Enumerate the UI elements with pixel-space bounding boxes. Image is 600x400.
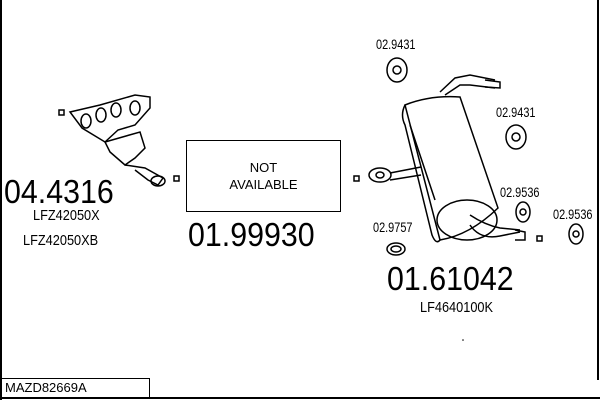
rubber-hanger-icon[interactable] — [515, 201, 531, 223]
not-available-text: NOT — [249, 160, 278, 175]
accessory-number[interactable]: 02.9536 — [553, 206, 593, 222]
connector-marker — [58, 109, 65, 116]
accessory-number[interactable]: 02.9536 — [500, 184, 540, 200]
gasket-ring-icon[interactable] — [386, 242, 406, 256]
vehicle-ref: MAZD82669A — [5, 380, 87, 395]
connector-marker — [173, 175, 180, 182]
vehicle-ref-box: MAZD82669A — [0, 378, 150, 398]
connector-marker — [353, 175, 360, 182]
rubber-hanger-icon[interactable] — [505, 124, 527, 150]
not-available-text: AVAILABLE — [229, 177, 298, 192]
accessory-number[interactable]: 02.9431 — [496, 104, 536, 120]
part-ref: LFZ42050XB — [23, 232, 99, 249]
accessory-number[interactable]: 02.9431 — [376, 36, 416, 52]
part-number[interactable]: 01.61042 — [387, 260, 514, 297]
part-ref: LFZ42050X — [33, 207, 100, 224]
connector-marker — [536, 235, 543, 242]
accessory-number[interactable]: 02.9757 — [373, 219, 413, 235]
catalytic-converter-icon[interactable] — [68, 94, 166, 187]
part-number[interactable]: 01.99930 — [188, 216, 315, 253]
rubber-hanger-icon[interactable] — [568, 223, 584, 245]
frame-right — [597, 0, 599, 380]
rear-muffler-icon[interactable] — [368, 74, 526, 243]
rubber-hanger-icon[interactable] — [386, 57, 408, 83]
part-number[interactable]: 04.4316 — [4, 173, 114, 210]
frame-left — [0, 0, 2, 400]
part-ref: LF4640100K — [420, 299, 494, 316]
not-available-box: NOT AVAILABLE — [186, 140, 341, 212]
frame-bottom — [0, 397, 600, 399]
